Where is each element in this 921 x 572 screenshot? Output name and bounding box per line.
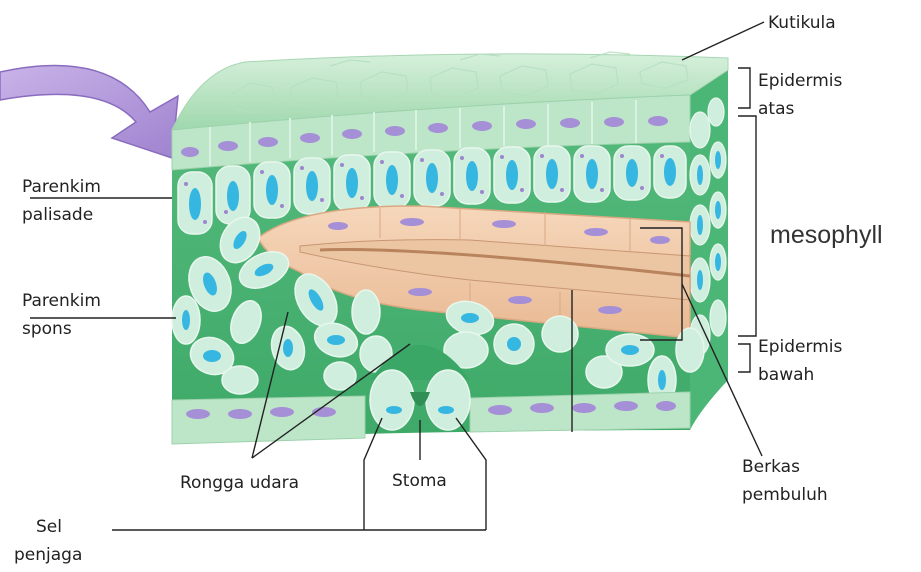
label-palisade-1: Parenkim (22, 177, 101, 197)
label-rongga-udara: Rongga udara (180, 473, 299, 493)
label-sel-penjaga-1: Sel (36, 517, 62, 537)
label-epidermis-bawah-1: Epidermis (758, 337, 842, 357)
light-arrow-icon (0, 65, 178, 158)
leaf-block (172, 52, 728, 444)
label-berkas-2: pembuluh (742, 485, 828, 505)
label-palisade-2: palisade (22, 205, 93, 225)
label-spons-1: Parenkim (22, 291, 101, 311)
label-spons-2: spons (22, 319, 72, 339)
label-mesophyll: mesophyll (770, 221, 883, 249)
label-sel-penjaga-2: penjaga (14, 545, 82, 565)
label-epidermis-atas-2: atas (758, 99, 795, 119)
label-epidermis-bawah-2: bawah (758, 365, 814, 385)
label-epidermis-atas-1: Epidermis (758, 71, 842, 91)
label-kutikula: Kutikula (768, 13, 836, 33)
label-berkas-1: Berkas (742, 457, 800, 477)
label-stoma: Stoma (392, 471, 447, 491)
